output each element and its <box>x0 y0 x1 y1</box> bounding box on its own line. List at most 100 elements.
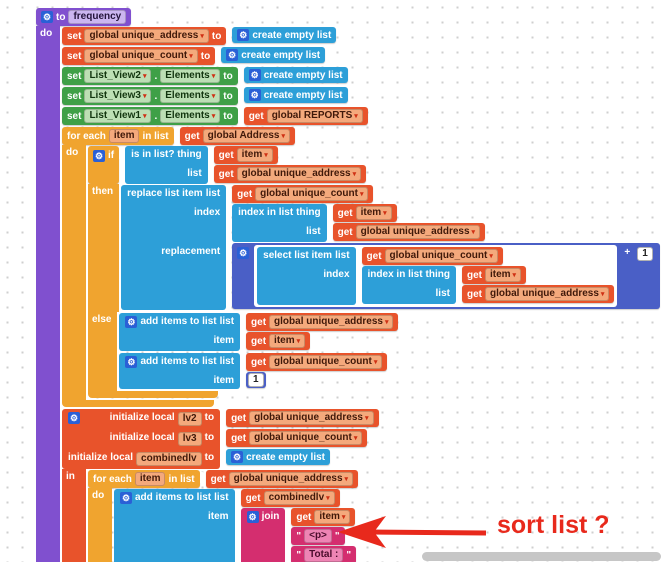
create-empty-list-block[interactable]: ⚙ create empty list <box>221 47 326 63</box>
property-field[interactable]: Elements▾ <box>160 89 221 103</box>
mutator-gear-icon[interactable]: ⚙ <box>248 69 261 81</box>
get-variable-block[interactable]: get global unique_address▾ <box>461 285 615 303</box>
get-variable-block[interactable]: get combinedlv▾ <box>240 489 340 507</box>
create-empty-list-block[interactable]: ⚙ create empty list <box>226 449 330 465</box>
set-variable-block[interactable]: set global unique_count▾ to <box>62 47 216 65</box>
mutator-gear-icon[interactable]: ⚙ <box>246 511 259 523</box>
input-label-cell: list <box>232 223 327 242</box>
variable-field[interactable]: global unique_address▾ <box>355 225 481 239</box>
mutator-gear-icon[interactable]: ⚙ <box>237 247 250 259</box>
variable-field[interactable]: item▾ <box>355 206 392 220</box>
get-variable-block[interactable]: get item▾ <box>213 146 278 164</box>
procedure-block[interactable]: ⚙ to frequency do set global unique_addr… <box>36 8 660 562</box>
create-empty-list-block[interactable]: ⚙ create empty list <box>243 67 348 83</box>
number-field[interactable]: 1 <box>637 247 653 261</box>
create-empty-list-block[interactable]: ⚙ create empty list <box>243 87 348 103</box>
mutator-gear-icon[interactable]: ⚙ <box>68 412 80 424</box>
variable-field[interactable]: global unique_address▾ <box>249 411 374 425</box>
horizontal-scrollbar[interactable] <box>422 552 661 561</box>
get-variable-block[interactable]: get global unique_address▾ <box>205 470 359 488</box>
set-component-property-block[interactable]: set List_View2▾ . Elements▾ to <box>62 67 238 85</box>
get-variable-block[interactable]: get item▾ <box>246 332 311 350</box>
mutator-gear-icon[interactable]: ⚙ <box>248 89 261 101</box>
variable-field[interactable]: global unique_address▾ <box>484 287 610 301</box>
get-variable-block[interactable]: get global unique_count▾ <box>226 429 368 447</box>
local-name-field[interactable]: combinedlv <box>136 452 202 466</box>
mutator-gear-icon[interactable]: ⚙ <box>41 11 53 23</box>
text-string-block[interactable]: " <p> " <box>291 527 345 545</box>
get-variable-block[interactable]: get global unique_address▾ <box>213 165 367 183</box>
mutator-gear-icon[interactable]: ⚙ <box>231 451 244 463</box>
variable-field[interactable]: global unique_address▾ <box>236 167 362 181</box>
get-variable-block[interactable]: get item▾ <box>461 266 527 284</box>
string-field[interactable]: <p> <box>304 529 332 543</box>
get-variable-block[interactable]: get item▾ <box>332 204 397 222</box>
variable-field[interactable]: combinedlv▾ <box>263 491 335 505</box>
for-each-block[interactable]: for each item in list get global unique_… <box>88 470 649 562</box>
variable-field[interactable]: item▾ <box>269 334 306 348</box>
number-block[interactable]: 1 <box>246 372 266 388</box>
set-variable-block[interactable]: set global unique_address▾ to <box>62 27 227 45</box>
loop-item-field[interactable]: item <box>108 129 140 143</box>
is-in-list-block[interactable]: is in list? thing get item▾ li <box>125 146 367 184</box>
create-empty-list-block[interactable]: ⚙ create empty list <box>232 27 337 43</box>
set-component-property-block[interactable]: set List_View3▾ . Elements▾ to <box>62 87 238 105</box>
get-variable-block[interactable]: get global Address▾ <box>179 127 295 145</box>
get-variable-block[interactable]: get item▾ <box>291 508 356 526</box>
procedure-name-field[interactable]: frequency <box>68 10 127 24</box>
get-variable-block[interactable]: get global unique_address▾ <box>332 223 486 241</box>
string-field[interactable]: Total : <box>304 548 344 562</box>
set-component-property-block[interactable]: set List_View1▾ . Elements▾ to <box>62 107 238 125</box>
mutator-gear-icon[interactable]: ⚙ <box>125 356 138 368</box>
local-name-field[interactable]: lv2 <box>177 412 202 426</box>
get-variable-block[interactable]: get global unique_count▾ <box>246 353 388 371</box>
get-variable-block[interactable]: get global unique_count▾ <box>361 247 503 265</box>
get-variable-block[interactable]: get global unique_count▾ <box>232 185 374 203</box>
for-each-block[interactable]: for each item in list get global Address… <box>62 127 660 407</box>
variable-field[interactable]: global REPORTS▾ <box>266 109 363 123</box>
property-field[interactable]: Elements▾ <box>160 69 221 83</box>
get-variable-block[interactable]: get global unique_address▾ <box>246 313 399 331</box>
variable-field[interactable]: global unique_count▾ <box>255 187 369 201</box>
component-field[interactable]: List_View1▾ <box>84 109 152 123</box>
variable-field[interactable]: global unique_address▾ <box>269 315 394 329</box>
loop-item-field[interactable]: item <box>134 472 166 486</box>
variable-field[interactable]: item▾ <box>314 510 351 524</box>
number-block[interactable]: 1 <box>635 246 655 262</box>
initialize-local-block[interactable]: ⚙ initialize local lv2 to get global uni… <box>62 409 649 562</box>
variable-field[interactable]: global unique_address▾ <box>84 29 209 43</box>
variable-field[interactable]: item▾ <box>484 268 522 282</box>
mutator-gear-icon[interactable]: ⚙ <box>120 492 132 504</box>
variable-field[interactable]: global unique_count▾ <box>249 431 363 445</box>
mutator-gear-icon[interactable]: ⚙ <box>226 49 239 61</box>
get-variable-block[interactable]: get global REPORTS▾ <box>243 107 368 125</box>
mutator-gear-icon[interactable]: ⚙ <box>125 316 138 328</box>
variable-field[interactable]: global unique_count▾ <box>269 355 383 369</box>
component-field[interactable]: List_View2▾ <box>84 69 152 83</box>
property-field[interactable]: Elements▾ <box>160 109 221 123</box>
variable-field[interactable]: global unique_address▾ <box>228 472 354 486</box>
variable-field[interactable]: item▾ <box>236 148 273 162</box>
number-field[interactable]: 1 <box>248 373 264 387</box>
get-variable-block[interactable]: get global unique_address▾ <box>226 409 379 427</box>
input-label-cell: initialize local lv3 to <box>62 429 221 449</box>
component-field[interactable]: List_View3▾ <box>84 89 152 103</box>
variable-field[interactable]: global unique_count▾ <box>84 49 198 63</box>
open-quote-label: " <box>296 530 302 542</box>
if-block[interactable]: ⚙ if is in list? thing ge <box>88 146 660 398</box>
local-name-field[interactable]: lv3 <box>177 432 202 446</box>
variable-field[interactable]: global unique_count▾ <box>384 249 498 263</box>
mutator-gear-icon[interactable]: ⚙ <box>237 29 250 41</box>
join-block[interactable]: ⚙ join get item▾ <box>240 508 649 562</box>
mutator-gear-icon[interactable]: ⚙ <box>93 150 105 162</box>
variable-field[interactable]: global Address▾ <box>202 129 290 143</box>
